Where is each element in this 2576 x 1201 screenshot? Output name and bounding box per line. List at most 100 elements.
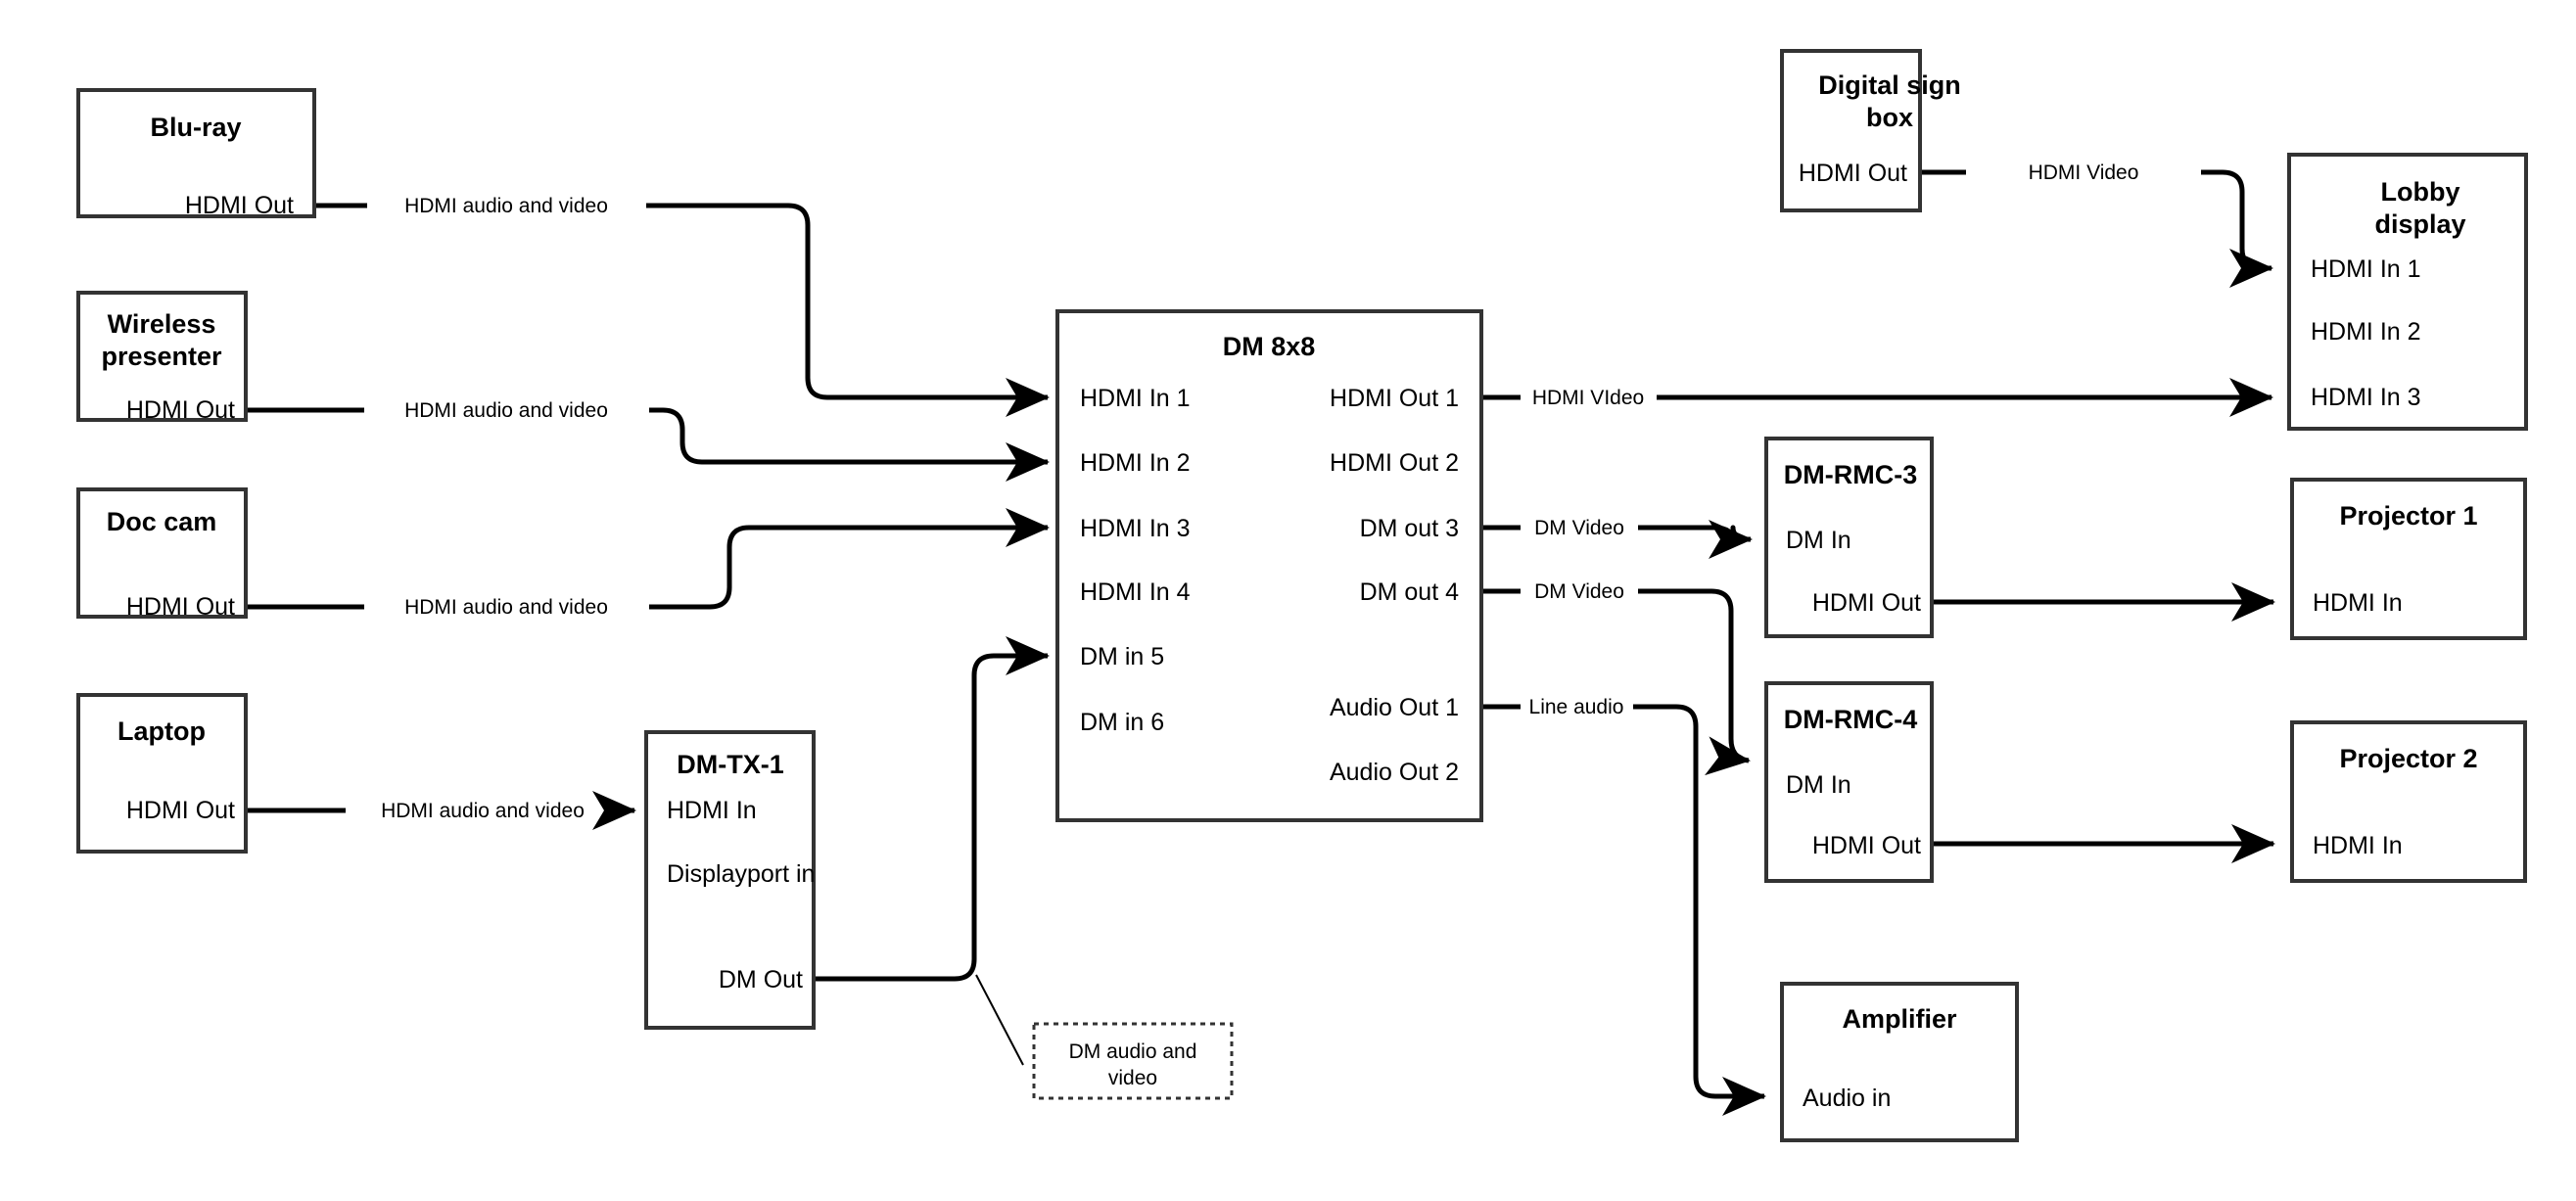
wire-label-wireless: HDMI audio and video xyxy=(404,399,608,422)
device-laptop[interactable]: Laptop HDMI Out xyxy=(76,693,248,854)
device-box[interactable] xyxy=(1780,49,1922,212)
port-hdmi-in-1: HDMI In 1 xyxy=(2311,255,2421,283)
port-hdmi-out: HDMI Out xyxy=(126,797,235,824)
port-dm-in: DM In xyxy=(1786,771,1851,799)
wire-segment xyxy=(1638,519,1753,559)
port-dm-in-5: DM in 5 xyxy=(1080,643,1164,670)
port-hdmi-in-3: HDMI In 3 xyxy=(1080,515,1191,542)
wire-label-doccam: HDMI audio and video xyxy=(404,596,608,619)
device-box[interactable] xyxy=(76,693,248,854)
device-box[interactable] xyxy=(1055,309,1483,822)
port-dm-out-3: DM out 3 xyxy=(1360,515,1459,542)
wire-label-hdmi-video-out1: HDMI VIdeo xyxy=(1532,387,1644,409)
device-blu-ray[interactable]: Blu-ray HDMI Out xyxy=(76,88,316,219)
port-hdmi-in: HDMI In xyxy=(667,797,757,824)
port-hdmi-in-2: HDMI In 2 xyxy=(2311,318,2421,346)
device-title: Projector 2 xyxy=(2339,744,2477,773)
device-title-line1: Lobby xyxy=(2381,177,2460,207)
device-doc-cam[interactable]: Doc cam HDMI Out xyxy=(76,487,248,621)
port-audio-in: Audio in xyxy=(1803,1085,1891,1112)
device-box[interactable] xyxy=(644,730,816,1030)
callout-line2: video xyxy=(1108,1067,1157,1089)
port-hdmi-in: HDMI In xyxy=(2313,832,2403,859)
device-digital-sign-box[interactable]: Digital sign box HDMI Out xyxy=(1780,49,1961,212)
device-box[interactable] xyxy=(1764,681,1934,883)
device-title-line2: box xyxy=(1866,103,1913,132)
device-box[interactable] xyxy=(1780,982,2019,1142)
device-title-line1: Wireless xyxy=(108,309,216,339)
device-amplifier[interactable]: Amplifier Audio in xyxy=(1780,982,2019,1142)
device-title-line2: presenter xyxy=(101,342,222,371)
port-hdmi-out: HDMI Out xyxy=(185,192,294,219)
device-projector-1[interactable]: Projector 1 HDMI In xyxy=(2290,478,2527,640)
device-title: Laptop xyxy=(117,716,206,746)
device-title-line1: Digital sign xyxy=(1818,70,1961,100)
connection-doccam-to-dm-in3: HDMI audio and video xyxy=(246,508,1050,619)
device-box[interactable] xyxy=(2290,478,2527,640)
wire-label-laptop: HDMI audio and video xyxy=(381,800,585,822)
port-dm-out-4: DM out 4 xyxy=(1360,578,1460,606)
port-hdmi-out-1: HDMI Out 1 xyxy=(1330,385,1459,412)
device-wireless-presenter[interactable]: Wireless presenter HDMI Out xyxy=(76,291,248,424)
connection-bluray-to-dm-in1: HDMI audio and video xyxy=(314,195,1050,417)
wire-segment xyxy=(2201,169,2273,288)
device-title: Projector 1 xyxy=(2339,501,2477,531)
device-title: Doc cam xyxy=(107,507,217,536)
port-hdmi-out-2: HDMI Out 2 xyxy=(1330,449,1459,477)
wire-label-bluray: HDMI audio and video xyxy=(404,195,608,217)
wire-label-sign-hdmi-video: HDMI Video xyxy=(2029,162,2139,184)
port-audio-out-2: Audio Out 2 xyxy=(1330,759,1459,786)
connection-dm-out4-to-rmc4: DM Video xyxy=(1481,580,1751,776)
port-dm-in: DM In xyxy=(1786,527,1851,554)
device-title-line2: display xyxy=(2374,209,2465,239)
device-box[interactable] xyxy=(1764,437,1934,638)
port-hdmi-out: HDMI Out xyxy=(126,396,235,424)
connection-laptop-to-tx1: HDMI audio and video xyxy=(246,791,636,830)
device-box[interactable] xyxy=(76,487,248,619)
device-dm-tx-1[interactable]: DM-TX-1 HDMI In Displayport in DM Out xyxy=(644,730,816,1030)
port-displayport-in: Displayport in xyxy=(667,860,815,888)
wire-segment xyxy=(814,636,1050,982)
device-dm-rmc-3[interactable]: DM-RMC-3 DM In HDMI Out xyxy=(1764,437,1934,638)
connection-wireless-to-dm-in2: HDMI audio and video xyxy=(246,399,1050,482)
device-box[interactable] xyxy=(76,88,316,218)
connection-sign-to-lobby-in1: HDMI Video xyxy=(1920,162,2273,288)
device-lobby-display[interactable]: Lobby display HDMI In 1 HDMI In 2 HDMI I… xyxy=(2287,153,2528,431)
device-title: DM-RMC-4 xyxy=(1784,705,1917,734)
connection-dm-out1-to-lobby-in3: HDMI VIdeo xyxy=(1481,378,2273,417)
wire-segment xyxy=(649,508,1050,610)
device-title: DM-RMC-3 xyxy=(1784,460,1917,489)
wire-label-dm-video-3: DM Video xyxy=(1534,517,1624,539)
callout-box xyxy=(1032,1022,1234,1100)
device-dm-rmc-4[interactable]: DM-RMC-4 DM In HDMI Out xyxy=(1764,681,1934,883)
device-box[interactable] xyxy=(2290,720,2527,883)
device-title: DM-TX-1 xyxy=(677,750,784,779)
wire-segment xyxy=(1638,588,1751,776)
wire-segment xyxy=(649,407,1050,482)
device-box[interactable] xyxy=(76,291,248,422)
connection-tx1-to-dm-in5 xyxy=(814,636,1050,1066)
device-title: DM 8x8 xyxy=(1223,332,1316,361)
port-dm-out: DM Out xyxy=(719,966,803,993)
port-hdmi-in: HDMI In xyxy=(2313,589,2403,617)
device-title: Amplifier xyxy=(1842,1004,1957,1034)
callout-dm-audio-and-video: DM audio and video xyxy=(1032,1022,1234,1100)
wire-label-line-audio: Line audio xyxy=(1529,696,1624,718)
wire-segment xyxy=(1633,704,1766,1116)
port-hdmi-in-1: HDMI In 1 xyxy=(1080,385,1191,412)
port-hdmi-out: HDMI Out xyxy=(126,593,235,621)
port-hdmi-in-4: HDMI In 4 xyxy=(1080,578,1191,606)
port-hdmi-in-2: HDMI In 2 xyxy=(1080,449,1191,477)
wire-segment xyxy=(646,203,1050,417)
device-projector-2[interactable]: Projector 2 HDMI In xyxy=(2290,720,2527,883)
device-dm-8x8[interactable]: DM 8x8 HDMI In 1 HDMI In 2 HDMI In 3 HDM… xyxy=(1055,309,1483,822)
port-hdmi-in-3: HDMI In 3 xyxy=(2311,384,2421,411)
port-hdmi-out: HDMI Out xyxy=(1799,160,1907,187)
device-box[interactable] xyxy=(2287,153,2528,431)
port-hdmi-out: HDMI Out xyxy=(1812,832,1921,859)
connection-dm-audio1-to-amp: Line audio xyxy=(1481,696,1766,1116)
port-dm-in-6: DM in 6 xyxy=(1080,709,1164,736)
callout-line1: DM audio and xyxy=(1069,1040,1197,1063)
